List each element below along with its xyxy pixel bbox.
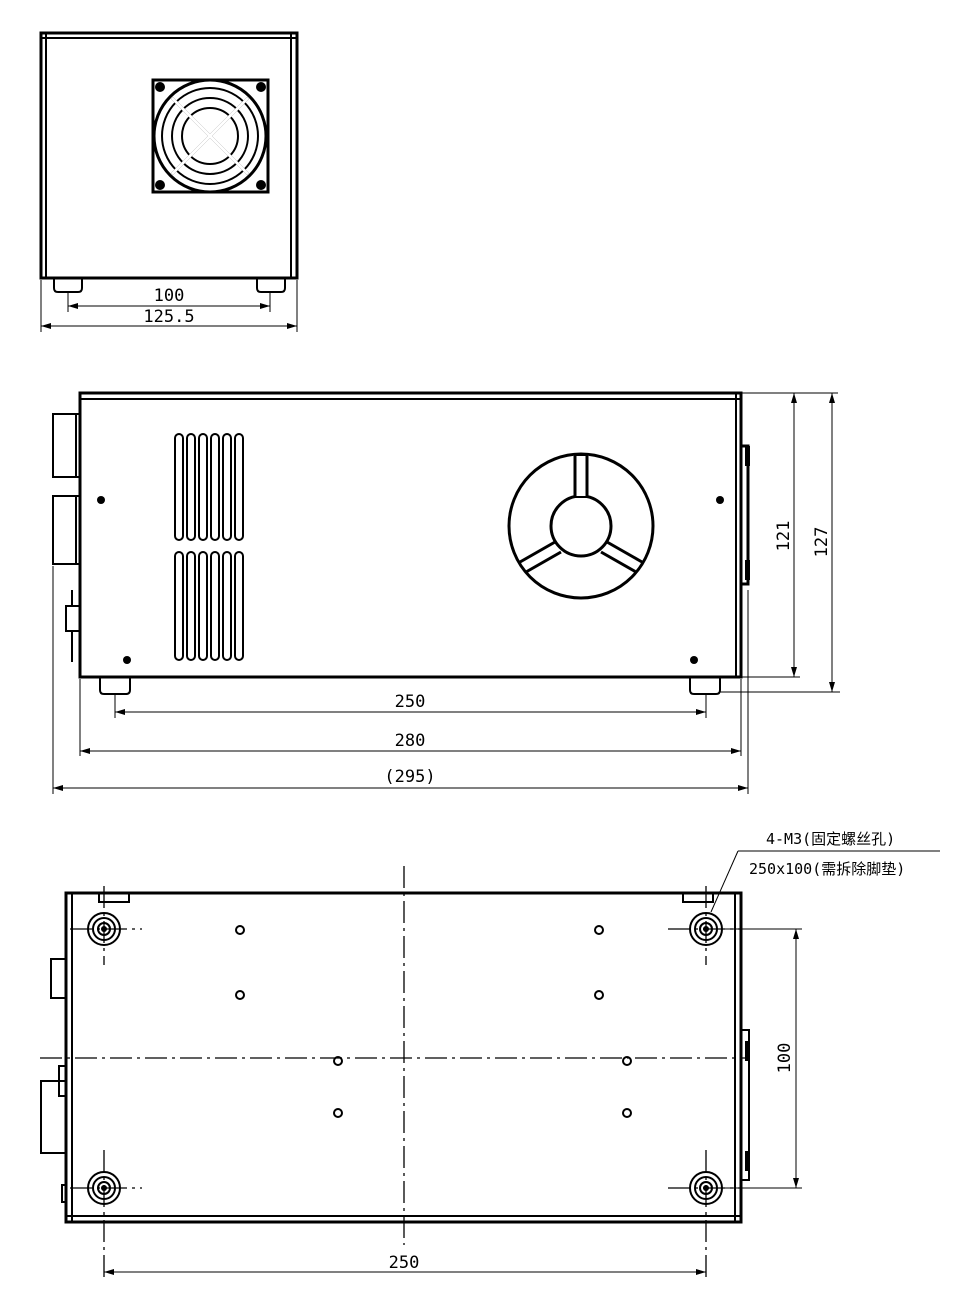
bottom-view: 4-M3(固定螺丝孔) 250x100(需拆除脚垫) 100 250 [40,830,940,1278]
mounting-foot-icon [689,912,723,946]
hole-icon [333,1056,343,1066]
mounting-foot-icon [689,1171,723,1205]
hole-icon [594,990,604,1000]
screw-icon [97,496,105,504]
hole-icon [333,1108,343,1118]
side-vertical-dimensions: 121 127 [720,392,840,693]
vent-slot [186,551,196,661]
vent-slot [234,551,244,661]
front-foot-right [256,278,286,293]
side-body-outline [78,391,743,679]
side-foot-left [99,677,131,695]
dim-bottom-hole-spacing-y: 100 [775,1043,795,1074]
screw-icon [716,496,724,504]
dim-front-width: 125.5 [143,307,194,327]
mounting-foot-icon [87,1171,121,1205]
front-handle [741,444,750,586]
bottom-vertical-dimension: 100 [722,928,802,1189]
rear-connectors [52,413,81,662]
hole-icon [622,1056,632,1066]
hole-icon [235,990,245,1000]
vent-slot [198,433,208,541]
bottom-horizontal-dimension: 250 [104,1253,706,1275]
vent-slot [174,551,184,661]
front-dimensions: 100 125.5 [40,280,298,332]
vent-slot [174,433,184,541]
dim-side-length-overall: (295) [384,767,435,787]
bottom-rear-connectors [40,958,67,1203]
side-foot-right [689,677,721,695]
note-line-1: 4-M3(固定螺丝孔) [766,830,895,848]
vent-slot [198,551,208,661]
vent-slot [234,433,244,541]
hole-icon [235,925,245,935]
front-body-outline [39,31,299,280]
dim-side-feet-spacing: 250 [395,692,426,712]
note-line-2: 250x100(需拆除脚垫) [749,860,905,878]
dim-front-feet-spacing: 100 [154,286,185,306]
fan-cover-icon [507,452,655,600]
dim-side-length-body: 280 [395,731,426,751]
mounting-note: 4-M3(固定螺丝孔) 250x100(需拆除脚垫) [710,830,940,913]
vent-slot [210,551,220,661]
vent-slot [222,433,232,541]
vent-slot [210,433,220,541]
screw-icon [690,656,698,664]
side-horizontal-dimensions: 250 280 (295) [52,566,749,794]
front-foot-left [53,278,83,293]
dim-bottom-hole-spacing-x: 250 [389,1253,420,1273]
vent-slot [186,433,196,541]
hole-icon [622,1108,632,1118]
small-holes [235,925,632,1118]
dim-side-height-total: 127 [812,527,832,558]
vent-slot [222,551,232,661]
hole-icon [594,925,604,935]
side-view: 121 127 250 280 (295) [52,391,840,794]
vent-slots-icon [174,433,244,661]
bottom-handle [741,1029,750,1181]
fan-grille-icon [151,78,270,194]
screw-icon [123,656,131,664]
mounting-foot-icon [87,912,121,946]
dim-side-height-body: 121 [774,521,794,552]
front-view: 100 125.5 [39,31,299,332]
